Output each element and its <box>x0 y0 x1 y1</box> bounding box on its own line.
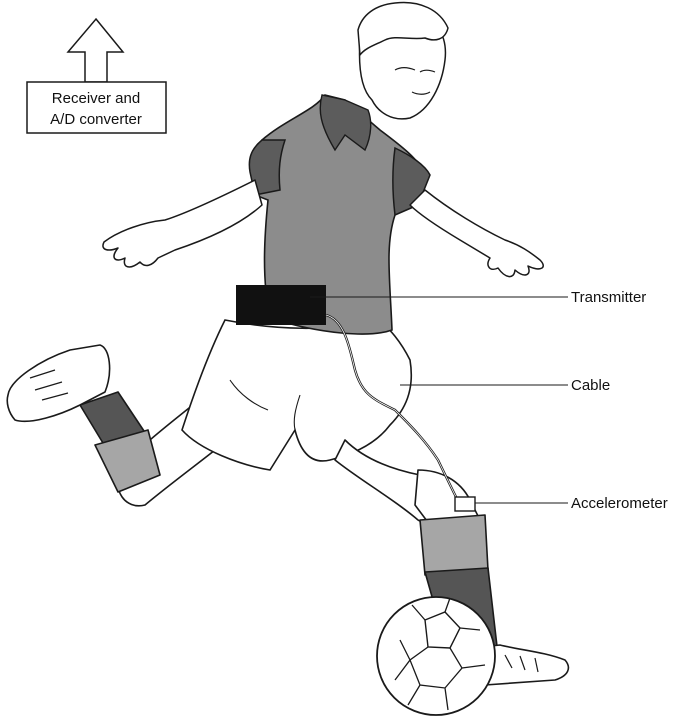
receiver-arrow <box>68 19 123 82</box>
football <box>377 597 495 715</box>
cable-label: Cable <box>571 377 610 394</box>
accelerometer-box <box>455 497 475 511</box>
head <box>358 2 448 118</box>
receiver-label-line1: Receiver and <box>52 90 140 107</box>
transmitter-box <box>236 285 326 325</box>
transmitter-label: Transmitter <box>571 289 646 306</box>
shorts <box>182 320 411 470</box>
receiver-label-line2: A/D converter <box>50 111 142 128</box>
accelerometer-label: Accelerometer <box>571 495 668 512</box>
